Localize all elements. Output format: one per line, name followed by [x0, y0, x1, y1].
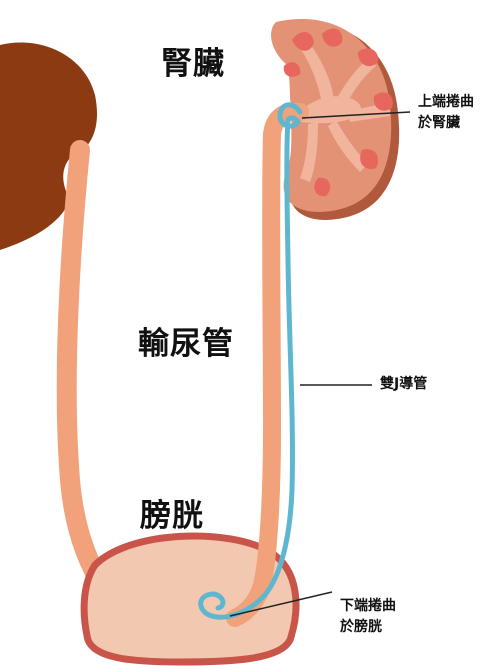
ureter-label: 輸尿管 — [138, 318, 234, 363]
lower-coil-label-line2: 於膀胱 — [340, 617, 396, 638]
lower-coil-label-line1: 下端捲曲 — [340, 596, 396, 617]
upper-coil-label-line2: 於腎臟 — [418, 113, 474, 134]
stent-label: 雙J導管 — [380, 374, 427, 395]
upper-coil-label: 上端捲曲 於腎臟 — [418, 92, 474, 134]
upper-coil-label-line1: 上端捲曲 — [418, 92, 474, 113]
bladder-label: 膀胱 — [140, 490, 204, 535]
lower-coil-label: 下端捲曲 於膀胱 — [340, 596, 396, 638]
kidney-label: 腎臟 — [161, 38, 225, 83]
